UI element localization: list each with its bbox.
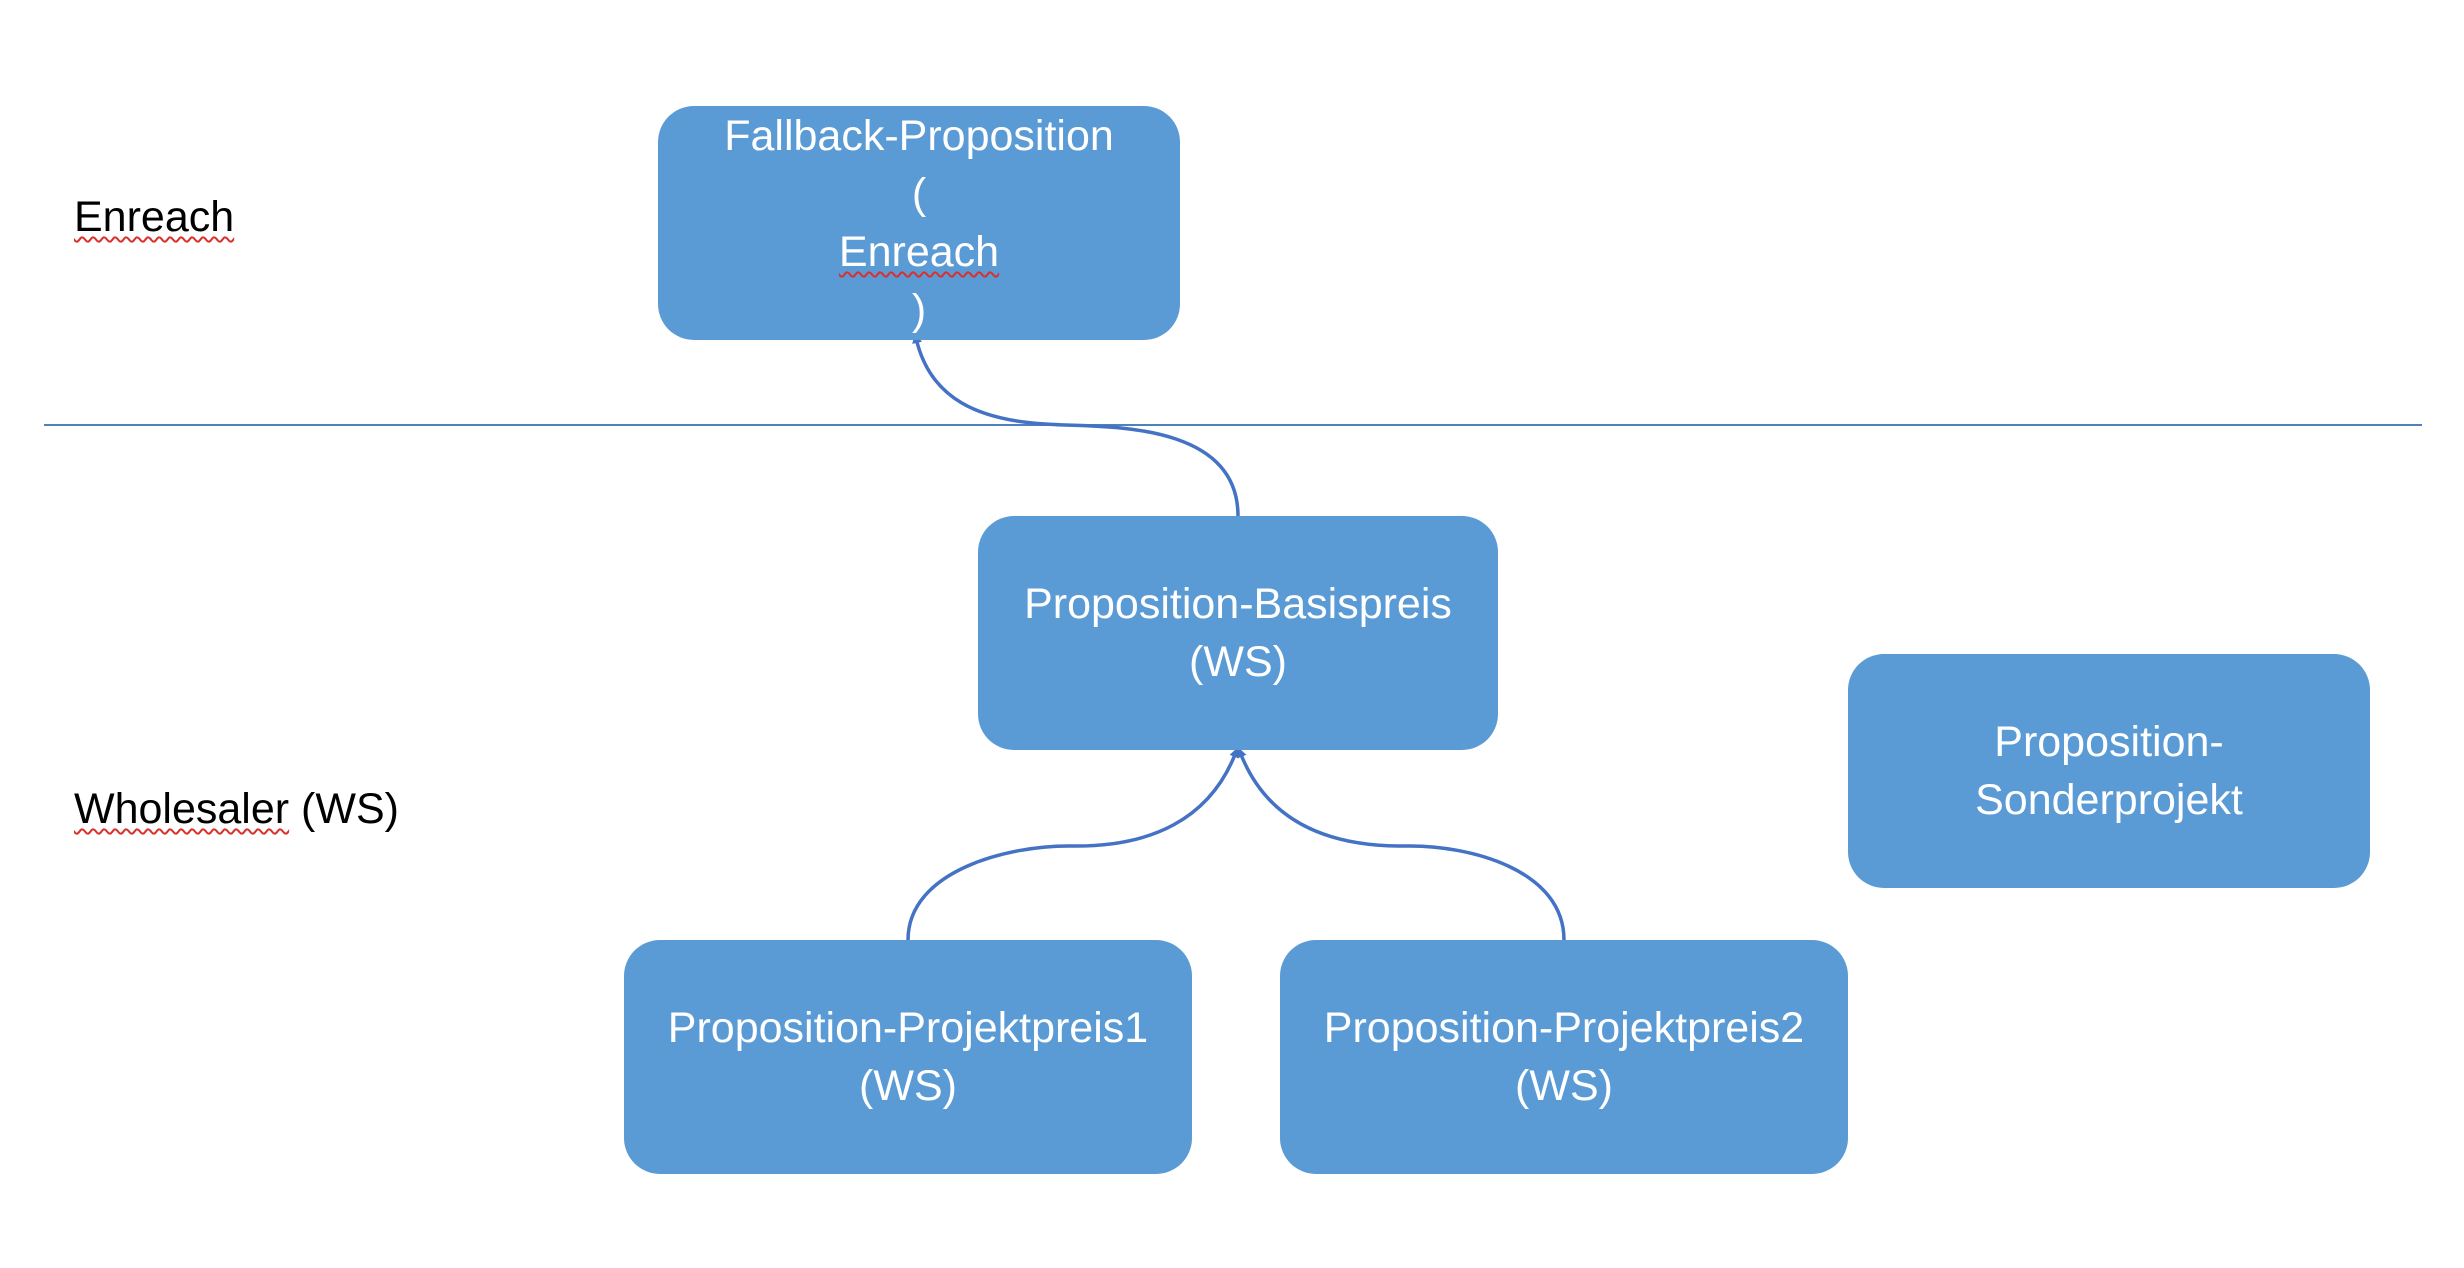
node-sonderprojekt-line2: Sonderprojekt <box>1975 776 2243 824</box>
lane-label-enreach: Enreach <box>74 196 234 239</box>
lane-label-enreach-text: Enreach <box>74 193 235 241</box>
lane-label-wholesaler-suffix: (WS) <box>289 785 399 833</box>
node-fallback-proposition[interactable]: Fallback-Proposition (Enreach) <box>658 106 1180 340</box>
node-projektpreis1-line2: (WS) <box>859 1062 957 1110</box>
edge-basispreis-to-fallback <box>912 333 1240 517</box>
node-projektpreis1-line1: Proposition-Projektpreis1 <box>667 1004 1149 1052</box>
node-proposition-projektpreis1[interactable]: Proposition-Projektpreis1 (WS) <box>624 940 1192 1174</box>
edge-projektpreis1-to-basispreis <box>906 747 1239 941</box>
node-fallback-line1: Fallback-Proposition <box>724 112 1114 160</box>
node-basispreis-line2: (WS) <box>1189 638 1287 686</box>
node-basispreis-line1: Proposition-Basispreis <box>1024 580 1452 628</box>
node-projektpreis2-line1: Proposition-Projektpreis2 <box>1323 1004 1805 1052</box>
lane-divider <box>44 424 2422 426</box>
node-sonderprojekt-line1: Proposition- <box>1994 718 2224 766</box>
node-proposition-sonderprojekt[interactable]: Proposition- Sonderprojekt <box>1848 654 2370 888</box>
node-proposition-projektpreis2[interactable]: Proposition-Projektpreis2 (WS) <box>1280 940 1848 1174</box>
edge-projektpreis2-to-basispreis <box>1237 747 1566 941</box>
node-fallback-line2: (Enreach) <box>838 170 1000 334</box>
lane-label-wholesaler: Wholesaler (WS) <box>74 788 399 831</box>
node-proposition-basispreis[interactable]: Proposition-Basispreis (WS) <box>978 516 1498 750</box>
node-projektpreis2-line2: (WS) <box>1515 1062 1613 1110</box>
lane-label-wholesaler-text: Wholesaler <box>74 785 290 833</box>
